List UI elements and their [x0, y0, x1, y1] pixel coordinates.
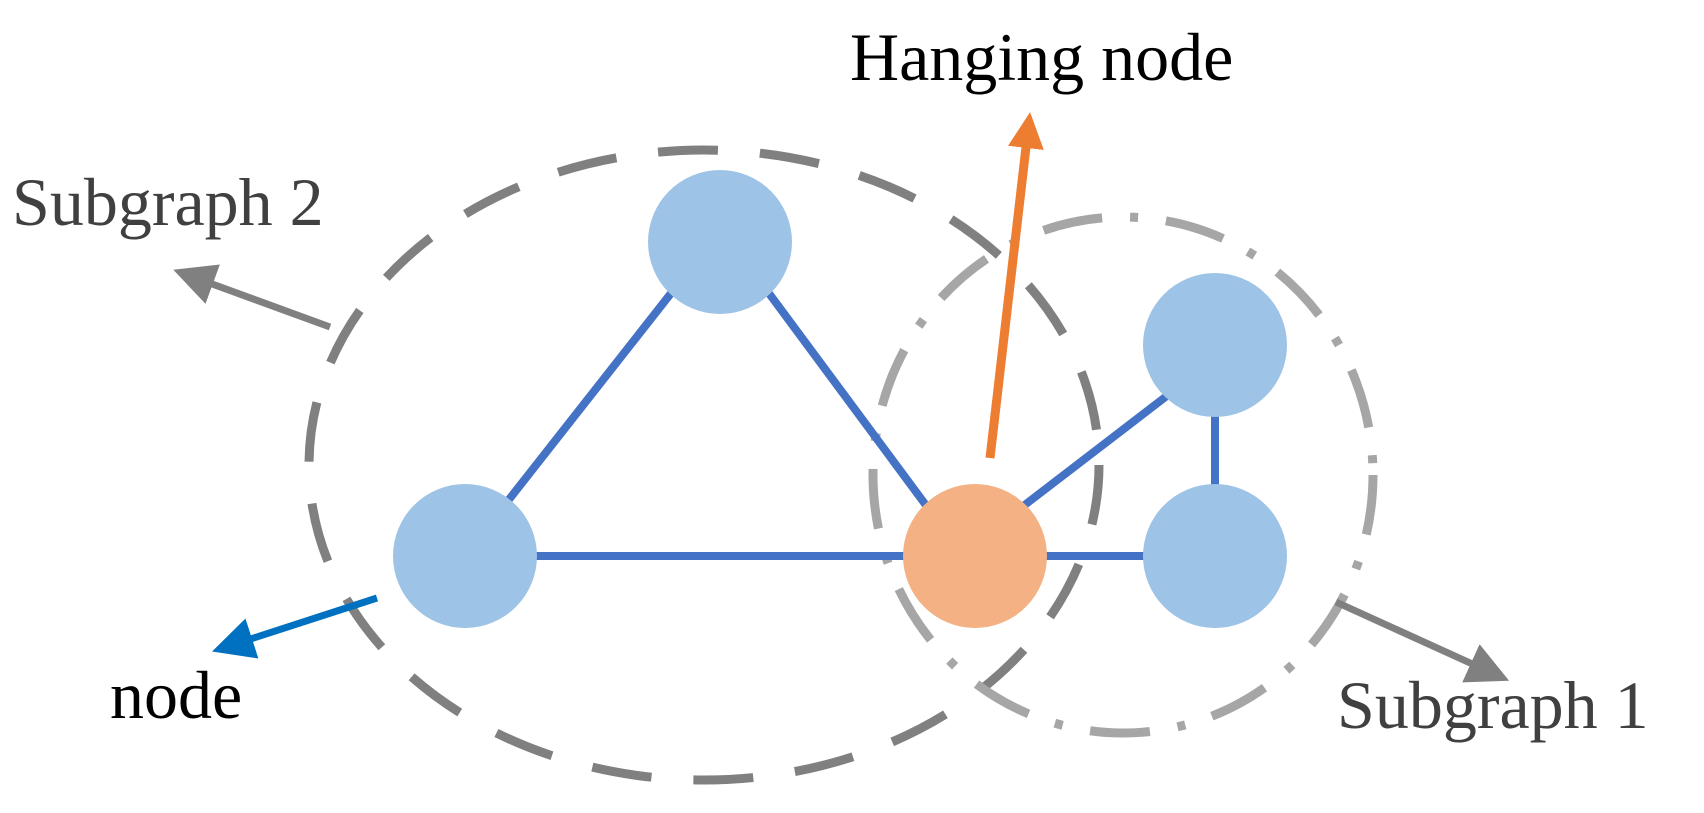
node-arrow	[212, 594, 379, 659]
hanging-node-arrow	[985, 112, 1044, 459]
node-label: node	[110, 657, 242, 733]
node-left	[393, 484, 537, 628]
subgraph-2-arrow	[173, 264, 332, 331]
hanging-node	[903, 484, 1047, 628]
subgraph-1-label: Subgraph 1	[1337, 667, 1649, 743]
node-right-top	[1143, 273, 1287, 417]
subgraph-2-outline	[304, 145, 1104, 785]
edge-top-left	[503, 288, 676, 506]
hanging-node-label: Hanging node	[850, 19, 1233, 95]
node-top	[648, 170, 792, 314]
subgraph-2-label: Subgraph 2	[12, 164, 324, 240]
edges	[503, 288, 1219, 560]
edge-top-hanging	[764, 288, 932, 512]
subgraph-1-outline	[868, 212, 1378, 738]
edge-hanging-right-top	[1018, 391, 1172, 511]
subgraph-1-arrow	[1334, 598, 1510, 683]
node-right-bottom	[1143, 484, 1287, 628]
